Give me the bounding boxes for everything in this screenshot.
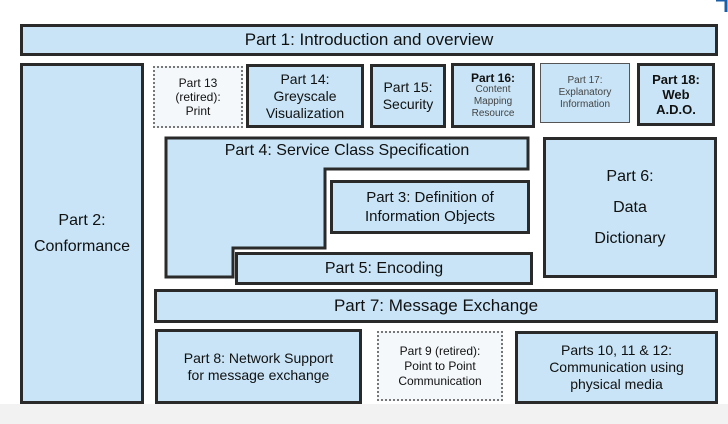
part-9-box: Part 9 (retired): Point to Point Communi…: [377, 331, 503, 401]
parts-10-11-12-box: Parts 10, 11 & 12: Communication using p…: [515, 331, 718, 404]
part-16-label: Part 16:: [470, 70, 516, 85]
part-4-label: Part 4: Service Class Specification: [224, 142, 470, 159]
part-18-box: Part 18: Web A.D.O.: [637, 63, 715, 126]
part-17-label: Part 17: Explanatory Information: [558, 75, 612, 110]
part-14-box: Part 14: Greyscale Visualization: [246, 64, 364, 128]
part-8-box: Part 8: Network Support for message exch…: [155, 329, 362, 404]
corner-mark-icon: [716, 0, 728, 12]
part-7-box: Part 7: Message Exchange: [154, 289, 718, 323]
part-15-label: Part 15: Security: [382, 79, 434, 112]
part-18-label: Part 18: Web A.D.O.: [652, 72, 700, 117]
part-4-outline: [164, 136, 530, 279]
part-8-label: Part 8: Network Support for message exch…: [183, 349, 334, 383]
part-16-sublabel: Content Mapping Resource: [471, 83, 515, 119]
part-6-label: Part 6: Data Dictionary: [594, 168, 666, 247]
part-15-box: Part 15: Security: [370, 64, 446, 128]
part-1-label: Part 1: Introduction and overview: [244, 30, 494, 49]
bottom-band: [0, 404, 728, 424]
part-3-label: Part 3: Definition of Information Object…: [364, 189, 496, 225]
part-17-box: Part 17: Explanatory Information: [540, 63, 630, 123]
part-7-label: Part 7: Message Exchange: [333, 296, 539, 315]
part-9-label: Part 9 (retired): Point to Point Communi…: [398, 343, 482, 388]
part-13-label: Part 13 (retired): Print: [175, 76, 221, 118]
parts-10-11-12-label: Parts 10, 11 & 12: Communication using p…: [549, 342, 684, 392]
part-13-box: Part 13 (retired): Print: [153, 66, 243, 128]
part-2-box: Part 2: Conformance: [20, 63, 144, 404]
part-5-box: Part 5: Encoding: [235, 252, 533, 285]
part-5-label: Part 5: Encoding: [324, 259, 444, 277]
part-1-box: Part 1: Introduction and overview: [20, 24, 718, 56]
part-3-box: Part 3: Definition of Information Object…: [330, 180, 530, 234]
part-2-label: Part 2: Conformance: [33, 211, 131, 255]
part-16-box: Part 16: Content Mapping Resource: [451, 63, 535, 128]
part-6-box: Part 6: Data Dictionary: [543, 137, 717, 278]
part-14-label: Part 14: Greyscale Visualization: [265, 70, 345, 121]
